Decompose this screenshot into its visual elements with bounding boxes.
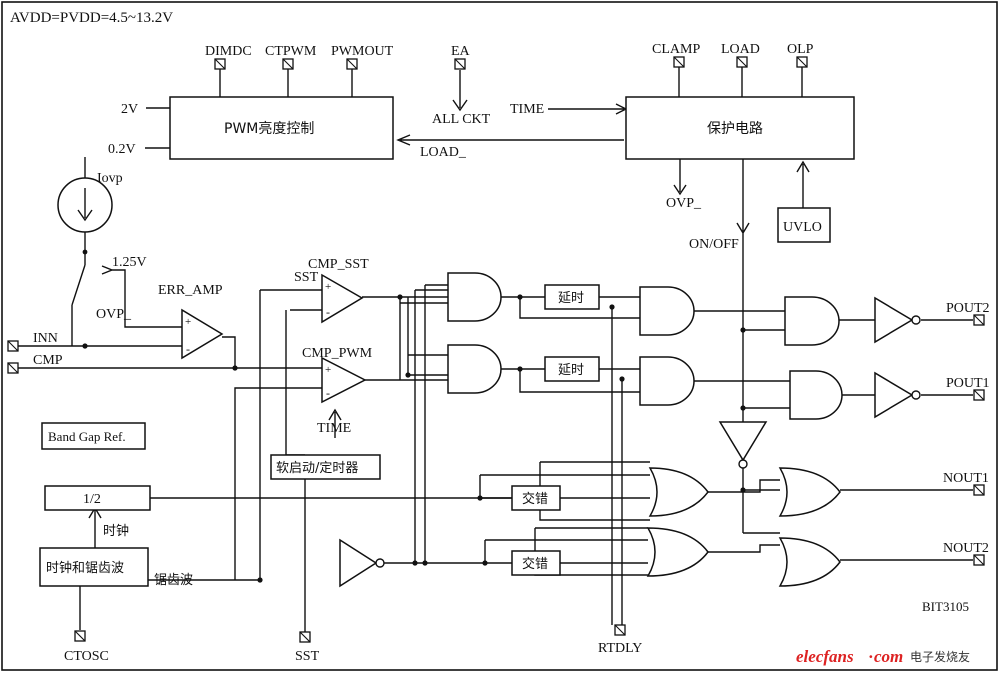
crossover-block-1: [511, 485, 561, 511]
watermark-cn: 电子发烧友: [910, 649, 970, 664]
label-all-ckt: ALL CKT: [432, 112, 491, 127]
current-arrow-icon: [77, 188, 93, 222]
pin-cmp: CMP: [33, 353, 63, 368]
cmp-pwm-triangle: [321, 356, 367, 404]
bandgap-block: [41, 422, 146, 450]
pin-pwmout: PWMOUT: [331, 44, 394, 59]
crossover-label-2: 交错: [522, 556, 548, 572]
crossover-block-2: [511, 550, 561, 576]
label-load-bar: LOAD_: [420, 145, 467, 160]
pin-pout1: POUT1: [946, 376, 990, 391]
softstart-block: [270, 454, 381, 480]
label-on-off: ON/OFF: [689, 237, 739, 252]
and-gate-pout2: [784, 296, 840, 346]
label-0-2v: 0.2V: [108, 142, 136, 157]
pin-pout2: POUT2: [946, 301, 990, 316]
divider-block: [44, 485, 151, 511]
cmp-pwm-plus: +: [325, 364, 331, 376]
sawtooth-inverter-icon: [339, 538, 378, 588]
pin-inn: INN: [33, 331, 58, 346]
pin-ctpwm: CTPWM: [265, 44, 317, 59]
pin-nout1: NOUT1: [943, 471, 989, 486]
watermark-com: com: [874, 647, 903, 666]
cmp-sst-minus: -: [326, 305, 330, 319]
junction-dots: [82, 294, 746, 583]
pin-ctosc: CTOSC: [64, 649, 109, 664]
delay-label-1: 延时: [558, 291, 584, 306]
chip-name: BIT3105: [922, 599, 969, 614]
pin-rtdly: RTDLY: [598, 641, 642, 656]
cmp-sst-plus: +: [325, 281, 331, 293]
err-amp-plus: +: [185, 316, 191, 328]
uvlo-block: [777, 207, 831, 243]
label-sawtooth: 锯齿波: [154, 573, 193, 588]
divider-label: 1/2: [83, 492, 101, 507]
err-amp-triangle: [181, 308, 224, 360]
pin-olp: OLP: [787, 42, 814, 57]
label-iovp: Iovp: [97, 171, 123, 186]
pwm-dimming-block: [169, 96, 394, 160]
uvlo-label: UVLO: [783, 220, 822, 235]
pin-load: LOAD: [721, 42, 760, 57]
or-gate-nout1: [778, 467, 841, 517]
pout1-buffer-icon: [874, 371, 914, 419]
label-1-25v: 1.25V: [112, 255, 147, 270]
label-ovp-out: OVP_: [666, 196, 702, 211]
pwm-block-label: PWM亮度控制: [224, 120, 314, 137]
watermark-dot: ·: [868, 647, 874, 666]
supply-label: AVDD=PVDD=4.5~13.2V: [10, 10, 173, 26]
and-gate-1: [447, 272, 502, 322]
cmp-pwm-minus: -: [326, 386, 330, 400]
pout2-buffer-icon: [874, 296, 914, 344]
switch-pivot-icon: [82, 249, 88, 255]
oscillator-label: 时钟和锯齿波: [46, 560, 124, 576]
label-cmp-sst: CMP_SST: [308, 257, 369, 272]
pin-sst: SST: [295, 649, 320, 664]
watermark-brand: elecfans: [796, 647, 854, 666]
label-ovp-in: OVP_: [96, 307, 132, 322]
watermark-logo: elecfans · com 电子发烧友: [796, 647, 970, 666]
and-gate-pout1: [789, 370, 843, 420]
cmp-sst-triangle: [321, 273, 364, 324]
label-time-2: TIME: [317, 421, 351, 436]
pin-ea: EA: [451, 44, 471, 59]
err-amp-minus: -: [186, 342, 190, 356]
bandgap-label: Band Gap Ref.: [48, 429, 126, 444]
pin-clamp: CLAMP: [652, 42, 700, 57]
pin-dimdc: DIMDC: [205, 44, 252, 59]
label-err-amp: ERR_AMP: [158, 283, 223, 298]
or-gate-nout2: [778, 537, 841, 587]
or-gate-2: [646, 527, 709, 577]
and-gate-4: [639, 356, 695, 406]
label-time-1: TIME: [510, 102, 544, 117]
oscillator-block: [39, 547, 149, 587]
delay-block-2: [544, 356, 600, 382]
and-gate-2: [447, 344, 502, 394]
softstart-label: 软启动/定时器: [276, 461, 358, 476]
pin-nout2: NOUT2: [943, 541, 989, 556]
label-cmp-pwm: CMP_PWM: [302, 346, 373, 361]
onoff-inverter-icon: [718, 421, 768, 462]
delay-label-2: 延时: [558, 363, 584, 378]
label-clock: 时钟: [103, 523, 129, 539]
label-sst-in: SST: [294, 270, 319, 285]
protect-block-label: 保护电路: [707, 121, 763, 137]
crossover-label-1: 交错: [522, 491, 548, 507]
label-2v: 2V: [121, 102, 138, 117]
protection-block: [625, 96, 855, 160]
delay-block-1: [544, 284, 600, 310]
or-gate-1: [648, 467, 709, 517]
and-gate-3: [639, 286, 695, 336]
